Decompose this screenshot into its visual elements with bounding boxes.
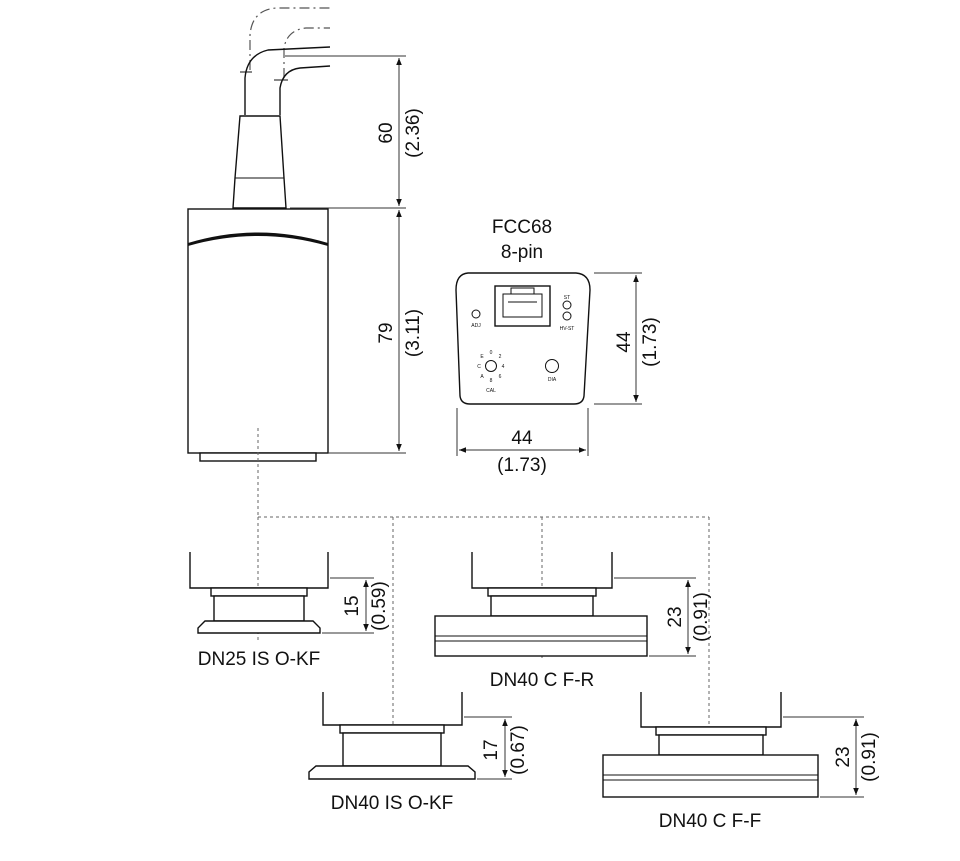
flange-dn40-cfr: DN40 C F-R 23 (0.91): [434, 552, 712, 691]
dimension-face-height: 44 (1.73): [594, 272, 661, 405]
flange-dn25-kf-label: DN25 IS O-KF: [198, 649, 320, 670]
cable-plug: [232, 115, 287, 209]
svg-text:4: 4: [502, 364, 505, 370]
st-led-icon: [562, 300, 572, 310]
flange-dn25-kf: DN25 IS O-KF 15 (0.59): [189, 552, 390, 670]
svg-text:A: A: [480, 374, 484, 380]
dim-face-height-inch: (1.73): [640, 317, 661, 367]
dim-face-width-mm: 44: [511, 428, 533, 449]
dim-dn40-kf-inch: (0.67): [508, 725, 529, 775]
flange-dn40-kf-label: DN40 IS O-KF: [331, 793, 453, 814]
svg-text:6: 6: [499, 374, 502, 380]
connector-title: FCC68: [492, 217, 552, 238]
dimension-cable-height: 60 (2.36): [285, 55, 424, 209]
hvst-led-icon: [562, 311, 572, 321]
st-label: ST: [564, 295, 570, 301]
cal-dial-icon: [485, 360, 497, 372]
dia-label: DIA: [548, 377, 557, 383]
dimension-body-height: 79 (3.11): [328, 210, 424, 454]
svg-text:C: C: [477, 364, 481, 370]
dim-dn25-kf-inch: (0.59): [369, 581, 390, 631]
svg-text:8: 8: [490, 378, 493, 384]
flange-dn40-cff-label: DN40 C F-F: [659, 811, 761, 832]
gauge-body: [187, 208, 329, 517]
flange-dn40-kf: DN40 IS O-KF 17 (0.67): [308, 692, 529, 814]
connector-subtitle: 8-pin: [501, 242, 543, 263]
dimension-face-width: 44 (1.73): [456, 408, 589, 476]
dim-dn40-cfr-inch: (0.91): [691, 592, 712, 642]
dim-dn40-cfr-mm: 23: [665, 606, 686, 627]
dim-body-height-inch: (3.11): [403, 309, 424, 357]
svg-text:2: 2: [499, 354, 502, 360]
svg-text:0: 0: [490, 350, 493, 356]
adj-label: ADJ: [471, 323, 481, 329]
dim-dn25-kf-mm: 15: [342, 595, 363, 616]
connector-face: FCC68 8-pin ADJ ST HV-ST 0 2 4 6 8 A C E…: [455, 217, 591, 405]
dim-body-height-mm: 79: [376, 322, 397, 343]
dim-dn40-cff-mm: 23: [833, 746, 854, 767]
dim-cable-height-inch: (2.36): [403, 108, 424, 158]
cal-label: CAL: [486, 388, 496, 394]
dim-dn40-cff-inch: (0.91): [859, 732, 880, 782]
svg-text:E: E: [480, 354, 484, 360]
dim-face-width-inch: (1.73): [497, 455, 547, 476]
cable: [240, 7, 331, 115]
dim-dn40-kf-mm: 17: [481, 739, 502, 760]
dim-cable-height-mm: 60: [376, 122, 397, 143]
hvst-label: HV-ST: [560, 326, 575, 332]
dia-button-icon: [545, 359, 559, 373]
adj-potentiometer-icon: [471, 309, 481, 319]
dim-face-height-mm: 44: [614, 331, 635, 353]
flange-dn40-cfr-label: DN40 C F-R: [490, 670, 595, 691]
flange-dn40-cff: DN40 C F-F 23 (0.91): [602, 692, 880, 832]
